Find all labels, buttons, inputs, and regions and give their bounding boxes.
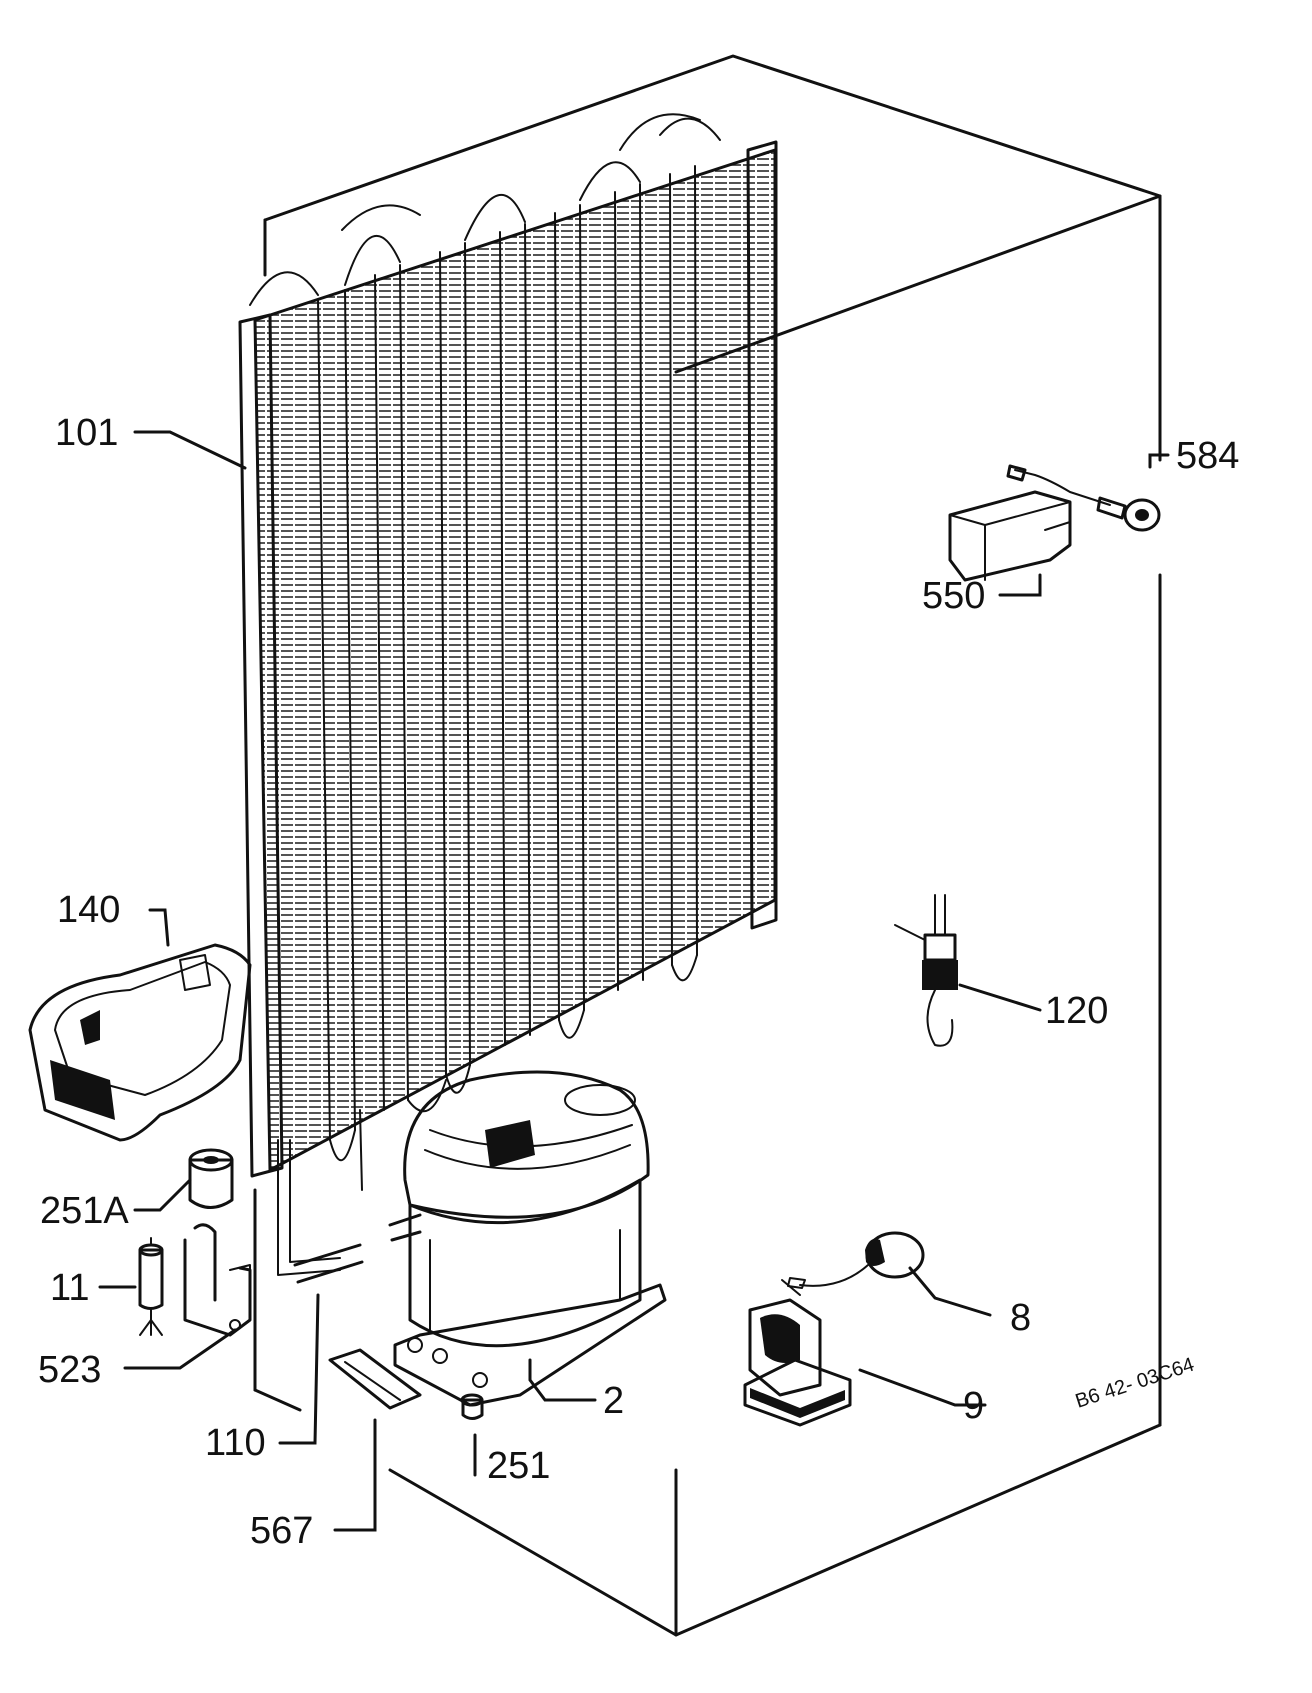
callout-2: 2 (603, 1380, 624, 1422)
lamp-assembly (1006, 464, 1161, 532)
foot-251 (460, 1393, 484, 1420)
callout-11: 11 (50, 1267, 89, 1309)
lamp-cover (948, 490, 1072, 582)
drier-filter (138, 1237, 164, 1336)
leader-lines (98, 430, 1170, 1532)
drip-tray (28, 943, 252, 1142)
mounting-clips (293, 1213, 422, 1284)
condenser (238, 113, 778, 1276)
callout-101: 101 (55, 412, 118, 454)
cabinet-outline (253, 54, 1162, 1637)
callout-140: 140 (57, 889, 120, 931)
drawing-number: B6 42- 03C64 (1073, 1354, 1197, 1413)
drier-bracket (183, 1223, 252, 1337)
callout-8: 8 (1010, 1297, 1031, 1339)
foot-251a (188, 1148, 234, 1209)
base-plate (328, 1348, 422, 1410)
callout-567: 567 (250, 1510, 313, 1552)
callout-584: 584 (1176, 435, 1239, 477)
callout-550: 550 (922, 575, 985, 617)
callout-251: 251 (487, 1445, 550, 1487)
overload-protector (787, 1231, 925, 1289)
thermostat (894, 894, 958, 1047)
callout-120: 120 (1045, 990, 1108, 1032)
callout-251a: 251A (40, 1190, 129, 1232)
callout-110: 110 (205, 1422, 266, 1464)
callout-523: 523 (38, 1349, 101, 1391)
callout-9: 9 (963, 1385, 984, 1427)
compressor (393, 1070, 667, 1407)
relay (743, 1279, 852, 1427)
